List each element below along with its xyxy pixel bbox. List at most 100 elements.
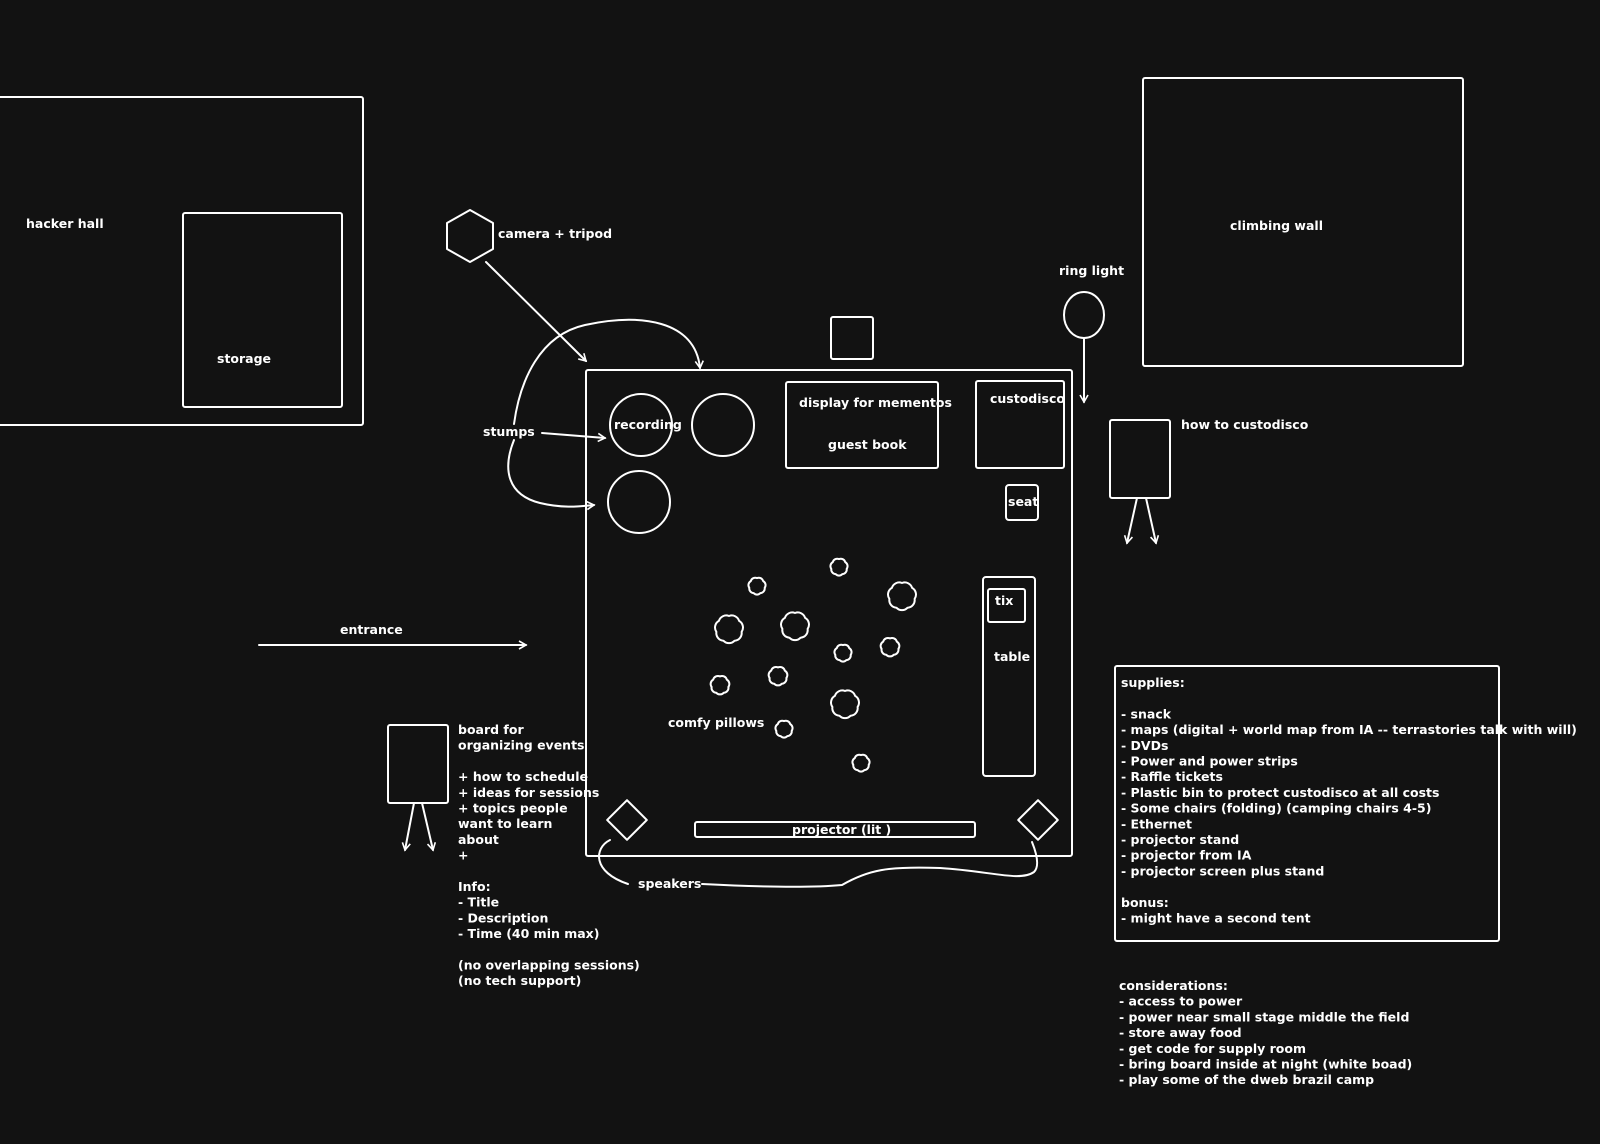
note-line: - DVDs bbox=[1121, 738, 1168, 753]
note-line: - projector from IA bbox=[1121, 848, 1252, 863]
pillow-icon bbox=[833, 643, 853, 663]
hacker-hall-area bbox=[0, 96, 364, 426]
event-board-leg bbox=[401, 802, 415, 852]
speaker-left bbox=[606, 799, 648, 841]
display-mementos-label: display for mementos bbox=[799, 395, 952, 410]
custodisco-label: custodisco bbox=[990, 391, 1065, 406]
speaker-line-right bbox=[701, 841, 1039, 888]
pillow-icon bbox=[887, 581, 917, 612]
ring-light-icon bbox=[1063, 291, 1105, 339]
pillow-icon bbox=[879, 637, 901, 658]
note-line: - Plastic bin to protect custodisco at a… bbox=[1121, 785, 1439, 800]
stump bbox=[607, 470, 671, 534]
note-line: supplies: bbox=[1121, 675, 1185, 690]
note-line: bonus: bbox=[1121, 895, 1169, 910]
note-line: - Title bbox=[458, 895, 499, 910]
note-line: organizing events bbox=[458, 738, 585, 753]
comfy-pillows-group bbox=[709, 557, 917, 773]
recording-label: recording bbox=[614, 417, 682, 432]
tix-label: tix bbox=[995, 593, 1013, 608]
speakers-label: speakers bbox=[638, 876, 701, 891]
tix-box bbox=[987, 588, 1026, 623]
considerations-notes: considerations: - access to power - powe… bbox=[1119, 978, 1412, 1087]
projector-box bbox=[694, 821, 976, 838]
note-line: - might have a second tent bbox=[1121, 911, 1311, 926]
note-line: - Description bbox=[458, 910, 548, 925]
storage-label: storage bbox=[217, 351, 271, 366]
hacker-hall-label: hacker hall bbox=[26, 216, 104, 231]
note-line: (no tech support) bbox=[458, 973, 581, 988]
table-label: table bbox=[994, 649, 1030, 664]
stumps-arrow-top bbox=[513, 318, 704, 425]
small-box bbox=[830, 316, 874, 360]
note-line: - store away food bbox=[1119, 1025, 1242, 1040]
note-line: - Some chairs (folding) (camping chairs … bbox=[1121, 801, 1431, 816]
entrance-label: entrance bbox=[340, 622, 403, 637]
note-line: - maps (digital + world map from IA -- t… bbox=[1121, 722, 1577, 737]
pillow-icon bbox=[774, 719, 794, 739]
note-line: (no overlapping sessions) bbox=[458, 958, 640, 973]
seat-label: seat bbox=[1008, 494, 1038, 509]
note-line: about bbox=[458, 832, 499, 847]
note-line: + topics people bbox=[458, 801, 568, 816]
how-to-custodisco-label: how to custodisco bbox=[1181, 417, 1309, 432]
pillow-icon bbox=[747, 576, 767, 596]
stumps-label: stumps bbox=[483, 424, 535, 439]
how-to-custodisco-board bbox=[1109, 419, 1171, 499]
supplies-notes: supplies: - snack - maps (digital + worl… bbox=[1121, 675, 1577, 926]
tix-table bbox=[982, 576, 1036, 777]
climbing-wall-label: climbing wall bbox=[1230, 218, 1323, 233]
note-line: - projector screen plus stand bbox=[1121, 863, 1324, 878]
event-board bbox=[387, 724, 449, 804]
pillow-icon bbox=[714, 614, 744, 645]
custodisco-box bbox=[975, 380, 1065, 469]
note-line: + how to schedule bbox=[458, 769, 588, 784]
seat-box bbox=[1005, 484, 1039, 521]
note-line: - power near small stage middle the fiel… bbox=[1119, 1009, 1409, 1024]
ring-light-label: ring light bbox=[1059, 263, 1124, 278]
note-line: - Time (40 min max) bbox=[458, 926, 599, 941]
board-leg bbox=[1123, 497, 1138, 545]
note-line: + ideas for sessions bbox=[458, 785, 599, 800]
speaker-line-left bbox=[598, 839, 629, 885]
note-line: considerations: bbox=[1119, 978, 1228, 993]
pillow-icon bbox=[780, 611, 810, 642]
guest-book-label: guest book bbox=[828, 437, 907, 452]
note-line: - snack bbox=[1121, 706, 1172, 721]
stumps-arrow-bottom bbox=[507, 439, 596, 511]
note-line: board for bbox=[458, 722, 524, 737]
pillow-icon bbox=[709, 675, 731, 696]
camera-hexagon-icon bbox=[446, 209, 494, 263]
camera-arrow bbox=[485, 261, 588, 363]
storage-area bbox=[182, 212, 343, 408]
pillow-icon bbox=[851, 753, 871, 773]
stumps-arrow-middle bbox=[541, 432, 607, 443]
stump bbox=[691, 393, 755, 457]
note-line: - get code for supply room bbox=[1119, 1041, 1306, 1056]
climbing-wall-area bbox=[1142, 77, 1464, 367]
board-leg bbox=[1145, 497, 1160, 545]
event-board-leg bbox=[421, 802, 437, 852]
note-line: want to learn bbox=[458, 816, 552, 831]
note-line: - bring board inside at night (white boa… bbox=[1119, 1057, 1412, 1072]
pillow-icon bbox=[767, 666, 789, 687]
main-tent-area bbox=[585, 369, 1073, 857]
comfy-pillows-label: comfy pillows bbox=[668, 715, 764, 730]
pillow-icon bbox=[829, 557, 849, 577]
display-table bbox=[785, 381, 939, 469]
note-line: Info: bbox=[458, 879, 491, 894]
note-line: - Ethernet bbox=[1121, 816, 1192, 831]
camera-label: camera + tripod bbox=[498, 226, 612, 241]
stump-recording bbox=[609, 393, 673, 457]
note-line: + bbox=[458, 848, 468, 863]
note-line: - Power and power strips bbox=[1121, 754, 1298, 769]
pillow-icon bbox=[830, 689, 860, 720]
note-line: - access to power bbox=[1119, 994, 1243, 1009]
note-line: - play some of the dweb brazil camp bbox=[1119, 1072, 1374, 1087]
note-line: - Raffle tickets bbox=[1121, 769, 1223, 784]
note-line: - projector stand bbox=[1121, 832, 1239, 847]
speaker-right bbox=[1017, 799, 1059, 841]
projector-label: projector (lit ) bbox=[792, 822, 891, 837]
